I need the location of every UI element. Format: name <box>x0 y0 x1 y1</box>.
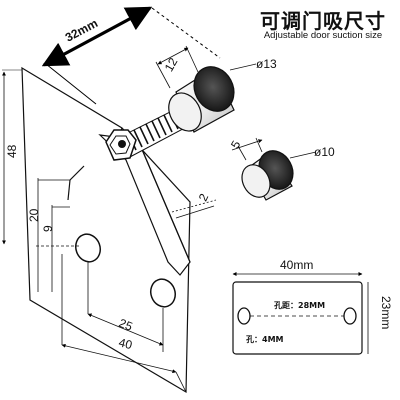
plate-detail: 40mm 孔距：28MM 孔：4MM 23mm <box>232 258 393 355</box>
horizontal-dimensions <box>61 254 187 393</box>
hole-distance-20-label: 20 <box>27 208 41 222</box>
rubber-cap <box>241 150 294 201</box>
mounting-holes <box>74 233 177 308</box>
bumper-dimensions: 12 ø13 <box>155 45 277 89</box>
hole-distance-9-label: 9 <box>41 225 55 232</box>
hole-upper <box>74 233 102 263</box>
mounting-plate <box>21 66 191 394</box>
hole-pitch-label: 25 <box>117 316 135 334</box>
detail-width-label: 40mm <box>280 258 313 272</box>
bumper-length-label: 12 <box>162 55 181 74</box>
hole-vertical-dimensions <box>36 178 80 292</box>
rubber-bumper <box>168 66 235 133</box>
cap-length-label: 5 <box>228 138 244 151</box>
title-chinese: 可调门吸尺寸 <box>260 9 386 33</box>
hole-size-label: 孔：4MM <box>246 334 284 344</box>
cap-diameter-label: ø10 <box>314 145 335 159</box>
thickness-label: 2 <box>196 191 212 203</box>
length-label: 32mm <box>63 16 100 45</box>
height-label: 48 <box>5 144 19 158</box>
plate-width-label: 40 <box>117 335 134 352</box>
title-english: Adjustable door suction size <box>263 30 383 41</box>
bumper-diameter-label: ø13 <box>256 57 277 71</box>
detail-height-label: 23mm <box>379 296 393 329</box>
hole-distance-label: 孔距：28MM <box>274 300 325 310</box>
height-dimension: 48 <box>2 69 22 245</box>
hole-lower <box>149 278 177 308</box>
